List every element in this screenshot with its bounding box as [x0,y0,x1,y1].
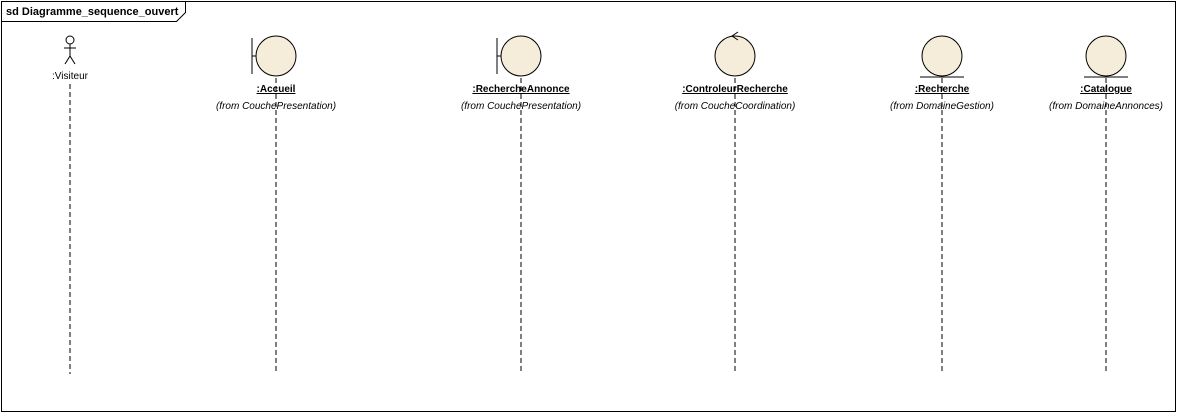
control-arrow [731,31,739,41]
actor-right-leg [69,55,76,65]
lifeline-0: :Visiteur [52,35,89,374]
actor-head [65,35,75,45]
lifelines-group: :Visiteur :Accueil(from CouchePresentatio… [52,31,1163,374]
frame-tab [1,1,186,22]
lifeline-4: :Recherche(from DomaineGestion) [890,35,994,374]
actor-name: :Visiteur [52,71,89,82]
lifeline-1: :Accueil(from CouchePresentation) [216,35,336,374]
lifeline-5: :Catalogue(from DomaineAnnonces) [1049,35,1163,374]
boundary-circle [500,35,542,77]
boundary-circle [255,35,297,77]
actor-left-leg [64,55,71,65]
entity-circle [1085,35,1127,77]
lifeline-3: :ControleurRecherche(from CoucheCoordina… [675,31,795,374]
lifeline-2: :RechercheAnnonce(from CouchePresentatio… [461,35,581,374]
control-circle [714,35,756,77]
frame-title: sd Diagramme_sequence_ouvert [6,6,179,18]
entity-circle [921,35,963,77]
